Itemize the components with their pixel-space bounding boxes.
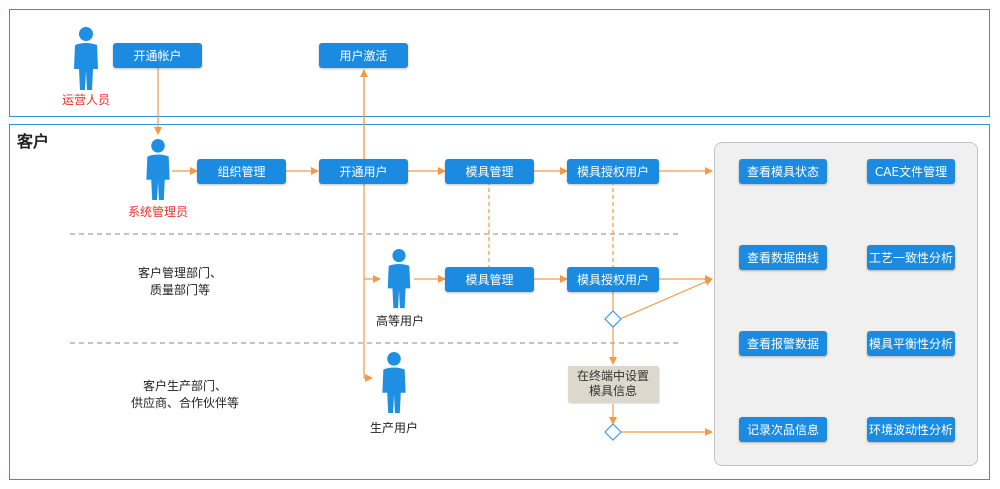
dept-line: 客户生产部门、	[142, 379, 227, 393]
environment-volatility-button[interactable]: 环境波动性分析	[867, 417, 955, 442]
cae-file-manage-button[interactable]: CAE文件管理	[867, 159, 955, 184]
function-panel	[714, 142, 978, 466]
open-user-button[interactable]: 开通用户	[319, 159, 408, 184]
view-alarm-data-button[interactable]: 查看报警数据	[739, 331, 827, 356]
dept-label-management: 客户管理部门、 质量部门等	[120, 265, 240, 299]
dept-line: 客户管理部门、	[137, 266, 222, 280]
activate-user-button[interactable]: 用户激活	[319, 43, 408, 68]
mold-manage-button-row2[interactable]: 模具管理	[445, 267, 534, 292]
admin-label: 系统管理员	[127, 205, 188, 219]
customer-panel-title: 客户	[17, 132, 50, 151]
mold-auth-user-button-row2[interactable]: 模具授权用户	[567, 267, 659, 292]
mold-balance-button[interactable]: 模具平衡性分析	[867, 331, 955, 356]
dept-line: 供应商、合作伙伴等	[130, 396, 239, 410]
decision-diamond	[604, 310, 622, 328]
operator-label: 运营人员	[61, 93, 110, 107]
production-user-label: 生产用户	[369, 421, 418, 435]
terminal-setting-box: 在终端中设置模具信息	[568, 366, 658, 402]
mold-auth-user-button[interactable]: 模具授权用户	[567, 159, 659, 184]
record-defect-button[interactable]: 记录次品信息	[739, 417, 827, 442]
org-manage-button[interactable]: 组织管理	[197, 159, 286, 184]
operator-person-icon	[74, 27, 98, 90]
senior-user-label: 高等用户	[375, 314, 424, 328]
dept-line: 质量部门等	[149, 283, 210, 297]
senior-user-person-icon	[387, 249, 411, 309]
production-user-person-icon	[382, 352, 406, 414]
dept-label-production: 客户生产部门、 供应商、合作伙伴等	[115, 378, 255, 412]
admin-person-icon	[146, 139, 170, 201]
decision-diamond	[604, 423, 622, 441]
process-consistency-button[interactable]: 工艺一致性分析	[867, 245, 955, 270]
open-account-button[interactable]: 开通帐户	[113, 43, 202, 68]
mold-manage-button[interactable]: 模具管理	[445, 159, 534, 184]
view-data-curve-button[interactable]: 查看数据曲线	[739, 245, 827, 270]
arrow	[619, 278, 713, 320]
view-mold-status-button[interactable]: 查看模具状态	[739, 159, 827, 184]
